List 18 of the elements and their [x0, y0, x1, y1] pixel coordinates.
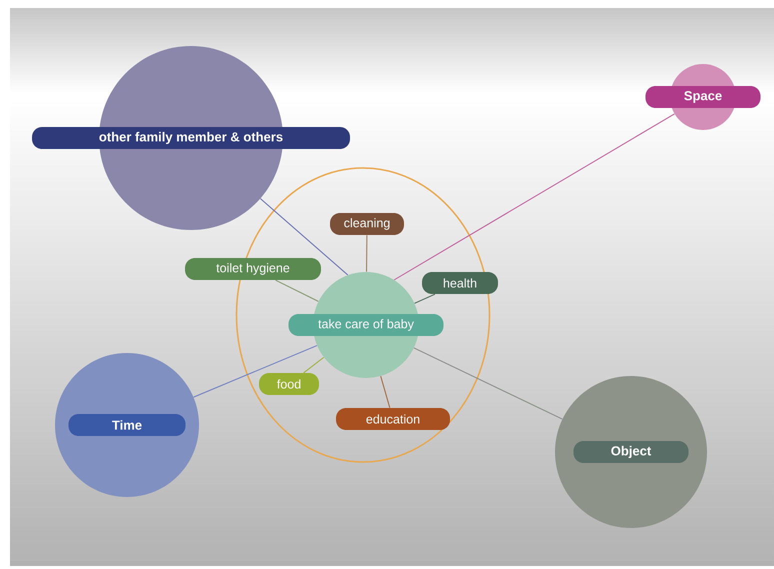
connector-line: [275, 280, 319, 302]
label-pill: cleaning: [330, 213, 404, 235]
connector-line: [193, 345, 318, 398]
label-pill: Space: [646, 86, 760, 108]
label-pill: other family member & others: [32, 127, 350, 149]
connector-line: [394, 113, 675, 280]
connector-line: [303, 356, 324, 374]
connector-line: [414, 294, 436, 304]
connector-line: [413, 347, 563, 420]
connector-line: [260, 198, 348, 276]
label-pill: Object: [574, 441, 688, 463]
label-pill: toilet hygiene: [185, 258, 321, 280]
label-pill: take care of baby: [288, 314, 444, 336]
connector-line: [380, 376, 390, 408]
label-pill: health: [422, 272, 498, 294]
label-pill: education: [336, 408, 450, 430]
label-pill: Time: [68, 414, 186, 436]
connector-line: [366, 234, 368, 272]
